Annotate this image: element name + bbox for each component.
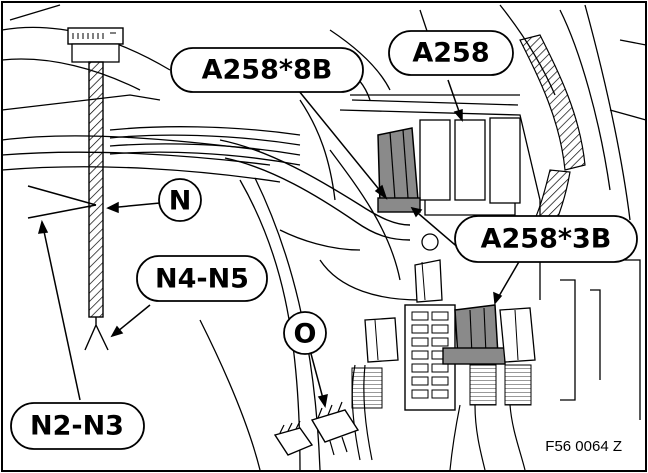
callout-a258-8b-label: A258*8B [202, 55, 333, 86]
callout-n4-n5-label: N4-N5 [155, 264, 249, 295]
callout-n2-n3-label: N2-N3 [30, 411, 124, 442]
connector-a258-3b [442, 304, 536, 471]
callout-a258-8b: A258*8B [170, 47, 364, 93]
cable-bundle [219, 139, 411, 241]
callout-o-label: O [294, 319, 317, 350]
callout-n-label: N [169, 186, 192, 217]
loose-connectors-o [273, 401, 360, 456]
leader-lines [37, 79, 521, 408]
callout-n4-n5: N4-N5 [136, 255, 268, 302]
callout-n: N [158, 178, 202, 222]
callout-a258-label: A258 [412, 38, 489, 69]
callout-n2-n3: N2-N3 [10, 402, 145, 450]
figure-code: F56 0064 Z [545, 438, 622, 455]
callout-a258-3b: A258*3B [454, 215, 638, 263]
callout-o: O [283, 311, 327, 355]
callout-a258: A258 [388, 30, 514, 76]
small-connector-middle [414, 233, 443, 303]
connector-a258-8b [377, 127, 421, 213]
connector-block-a258 [419, 117, 521, 216]
connectors-left-of-fuse [351, 317, 399, 461]
wrapped-wire [67, 27, 124, 351]
wire-ends-left [27, 185, 97, 219]
callout-a258-3b-label: A258*3B [481, 224, 612, 255]
